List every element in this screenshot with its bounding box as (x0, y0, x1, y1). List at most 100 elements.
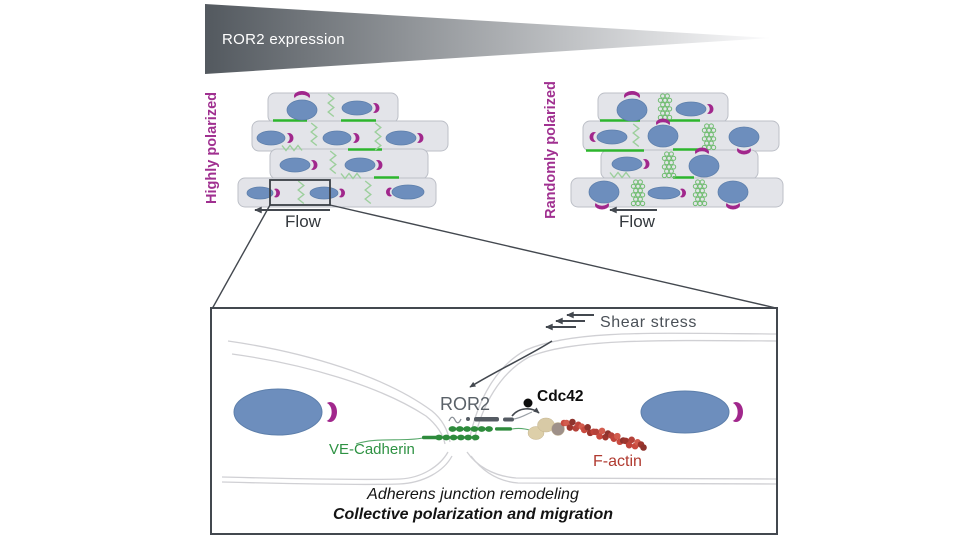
ve-cadherin-bead (448, 426, 457, 432)
ror2-label: ROR2 (440, 394, 491, 414)
vesicle-dot (708, 140, 714, 146)
vesicle-dot (699, 196, 705, 202)
vesicle-dot (664, 102, 670, 108)
vesicle-dot (702, 192, 708, 198)
cadherin-zigzag (310, 122, 318, 147)
ve-cadherin-bead (449, 434, 458, 441)
cell-membrane (470, 455, 777, 485)
nucleus (611, 156, 643, 172)
vesicle-dot (637, 188, 643, 194)
ror2-expression-gradient-triangle (205, 4, 770, 74)
f-actin-bead (598, 427, 606, 435)
f-actin-bead (640, 444, 647, 451)
highly-polarized-label: Highly polarized (204, 92, 220, 204)
cadherin-strand (355, 437, 424, 445)
vesicle-dot (702, 200, 708, 207)
vesicle-dot (671, 172, 677, 179)
vesicle-dot (667, 114, 673, 121)
cadherin-zigzag (340, 172, 362, 180)
zoom-indicator-box (269, 179, 331, 206)
nucleus (688, 154, 720, 178)
nucleus (256, 130, 286, 146)
vesicle-dot (671, 164, 677, 170)
vesicle-dot (664, 110, 670, 116)
nucleus (246, 186, 274, 200)
cadherin-zigzag (609, 171, 631, 179)
ror2-receptor-dot (466, 417, 470, 421)
ror2-receptor-bar (503, 417, 514, 422)
vesicle-cluster (630, 179, 646, 207)
f-actin-bead (596, 433, 603, 440)
cell-membrane (227, 340, 451, 443)
nucleus (728, 126, 760, 148)
nucleus (344, 157, 376, 173)
left-cell-cluster (237, 91, 449, 208)
ve-cadherin-bead (435, 434, 443, 441)
nucleus (391, 184, 425, 200)
cadherin-zigzag (327, 93, 335, 118)
ror2-receptor-bar (474, 417, 499, 422)
nucleus (588, 180, 620, 204)
ve-cadherin-bead (457, 434, 465, 441)
cadherin-zigzag (329, 150, 337, 175)
cell-membrane (221, 455, 453, 486)
ve-cadherin-bead (471, 434, 480, 441)
cdc42-label: Cdc42 (537, 388, 584, 405)
cadherin-zigzag (632, 123, 640, 148)
f-actin-bead (584, 423, 591, 431)
vesicle-dot (671, 155, 677, 161)
nucleus (647, 186, 681, 200)
nucleus (309, 186, 339, 200)
cadherin-zigzag (364, 180, 372, 205)
vesicle-dot (637, 179, 643, 185)
ve-cadherin-bead (455, 426, 464, 432)
nucleus (385, 130, 417, 146)
vesicle-cluster (661, 151, 677, 179)
vesicle-dot (640, 192, 646, 198)
vesicle-dot (699, 179, 705, 185)
caption-collective-polarization: Collective polarization and migration (332, 506, 614, 523)
randomly-polarized-label: Randomly polarized (543, 81, 559, 219)
nucleus (286, 99, 318, 121)
cadherin-dash (422, 435, 438, 440)
nucleus (616, 98, 648, 122)
f-actin-bead (566, 424, 574, 431)
cadherin-zigzag (374, 122, 382, 151)
cdc42-to-actin-arrow (511, 407, 540, 417)
vesicle-dot (664, 93, 670, 99)
shear-stress-label: Shear stress (600, 314, 698, 331)
vesicle-cluster (657, 93, 673, 121)
nucleus (279, 157, 311, 173)
nucleus (647, 124, 679, 148)
zoom-connector-line (329, 204, 777, 309)
vesicle-dot (667, 97, 673, 103)
vesicle-dot (708, 132, 714, 138)
vesicle-dot (640, 183, 646, 189)
nucleus (675, 101, 707, 117)
f-actin-bead (569, 418, 576, 426)
cell-membrane (231, 353, 446, 445)
vesicle-dot (708, 123, 714, 129)
vesicle-dot (699, 188, 705, 194)
vesicle-dot (711, 127, 717, 133)
cell-membrane (469, 332, 777, 438)
shear-to-ror2-arrow (469, 340, 553, 388)
nucleus (640, 390, 730, 434)
cadherin-zigzag (297, 180, 305, 205)
vesicle-cluster (701, 123, 717, 151)
cdc42-dot (523, 398, 533, 408)
vesicle-dot (711, 144, 717, 151)
ve-cadherin-bead (470, 426, 479, 432)
cell-membrane (466, 451, 777, 480)
nucleus (233, 388, 323, 436)
cadherin-zigzag (281, 144, 303, 152)
vesicle-dot (637, 196, 643, 202)
flow-label-right: Flow (619, 212, 655, 231)
right-cell-cluster (570, 91, 784, 210)
vesicle-dot (668, 160, 674, 166)
actin-complex-blob (551, 422, 565, 436)
ror2-receptor-tail (513, 411, 533, 420)
nucleus (596, 129, 628, 145)
vesicle-dot (667, 106, 673, 112)
